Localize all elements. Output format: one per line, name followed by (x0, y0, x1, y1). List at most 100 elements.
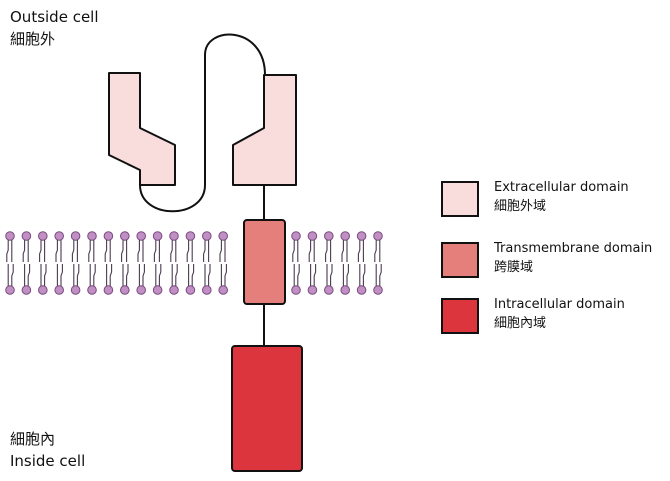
lipid-tail (186, 240, 190, 262)
extracellular-domain-right (232, 74, 297, 186)
legend-swatch-extracellular (441, 181, 479, 217)
lipid-tail (170, 240, 173, 262)
lipid-tail (55, 240, 58, 262)
lipid-head (21, 231, 32, 241)
lipid-head (291, 231, 301, 241)
lipid-tail (313, 264, 317, 286)
lipid-tail (71, 240, 75, 262)
inside-cell-label-zh: 細胞內 (10, 430, 56, 448)
lipid-head (152, 231, 163, 241)
lipid-head (324, 231, 334, 241)
lipid-tail (191, 264, 195, 286)
lipid-tail (6, 240, 9, 262)
lipid-head (5, 231, 15, 241)
lipid-tail (203, 240, 206, 262)
lipid-head (120, 285, 130, 295)
lipid-tail (379, 264, 382, 286)
legend-label-extracellular: Extracellular domain 細胞外域 (494, 178, 629, 216)
lipid-head (54, 231, 65, 241)
lipid-tail (121, 240, 124, 262)
lipid-tail (158, 264, 162, 286)
inside-cell-label: 細胞內 Inside cell (10, 428, 85, 472)
lipid-head (169, 231, 179, 241)
lipid-tail (208, 264, 211, 286)
lipid-head (70, 285, 81, 295)
lipid-head (21, 285, 32, 295)
lipid-head (38, 231, 48, 241)
lipid-head (202, 231, 212, 241)
lipid-tail (341, 240, 344, 262)
lipid-head (356, 285, 367, 295)
lipid-tail (346, 264, 349, 286)
legend-label-intracellular-en: Intracellular domain (494, 297, 625, 312)
lipid-head (218, 285, 228, 295)
lipid-tail (153, 240, 157, 262)
lipid-tail (308, 240, 312, 262)
lipid-tail (357, 240, 361, 262)
lipid-head (136, 285, 146, 295)
lipid-tail (219, 240, 222, 262)
legend-swatch-intracellular (441, 298, 479, 334)
lipid-head (307, 285, 318, 295)
lipid-tail (175, 264, 178, 286)
lipid-tail (142, 264, 145, 286)
legend-label-transmembrane-en: Transmembrane domain (494, 241, 653, 256)
legend-label-extracellular-en: Extracellular domain (494, 180, 629, 195)
lipid-head (38, 285, 48, 295)
legend-label-transmembrane-zh: 跨膜域 (494, 260, 534, 275)
lipid-head (87, 231, 97, 241)
lipid-head (356, 231, 367, 241)
lipid-head (103, 285, 114, 295)
lipid-tail (325, 240, 328, 262)
outside-cell-label-en: Outside cell (10, 8, 99, 26)
lipid-tail (297, 264, 300, 286)
lipid-head (152, 285, 163, 295)
lipid-head (218, 231, 228, 241)
lipid-tail (44, 264, 47, 286)
legend-label-intracellular: Intracellular domain 細胞內域 (494, 295, 625, 333)
lipid-head (291, 285, 301, 295)
lipid-tail (88, 240, 91, 262)
legend-label-transmembrane: Transmembrane domain 跨膜域 (494, 239, 652, 277)
lipid-head (5, 285, 15, 295)
lipid-head (103, 231, 114, 241)
extracellular-loop (139, 33, 266, 213)
inside-cell-label-en: Inside cell (10, 452, 86, 470)
lipid-tail (137, 240, 140, 262)
lipid-tail (374, 240, 377, 262)
lipid-bilayer (5, 231, 383, 295)
lipid-head (185, 231, 196, 241)
legend-label-intracellular-zh: 細胞內域 (494, 316, 547, 331)
intracellular-domain (231, 345, 303, 472)
lipid-head (120, 231, 130, 241)
lipid-tail (224, 264, 227, 286)
lipid-head (54, 285, 65, 295)
lipid-tail (104, 240, 108, 262)
outside-cell-label-zh: 細胞外 (10, 30, 56, 48)
lipid-head (185, 285, 196, 295)
lipid-head (340, 285, 351, 295)
lipid-head (202, 285, 212, 295)
lipid-head (324, 285, 334, 295)
outside-cell-label: Outside cell 細胞外 (10, 6, 99, 50)
lipid-head (307, 231, 318, 241)
lipid-tail (76, 264, 80, 286)
lipid-head (340, 231, 351, 241)
lipid-tail (60, 264, 63, 286)
lipid-tail (27, 264, 31, 286)
lipid-head (87, 285, 97, 295)
lipid-tail (11, 264, 14, 286)
lipid-head (169, 285, 179, 295)
lipid-tail (109, 264, 113, 286)
lipid-head (70, 231, 81, 241)
lipid-tail (93, 264, 96, 286)
lipid-head (136, 231, 146, 241)
extracellular-domain-left (108, 72, 176, 186)
lipid-tail (330, 264, 333, 286)
lipid-head (373, 231, 383, 241)
legend-label-extracellular-zh: 細胞外域 (494, 199, 547, 214)
lipid-tail (126, 264, 129, 286)
lipid-tail (22, 240, 26, 262)
transmembrane-domain (243, 219, 286, 305)
